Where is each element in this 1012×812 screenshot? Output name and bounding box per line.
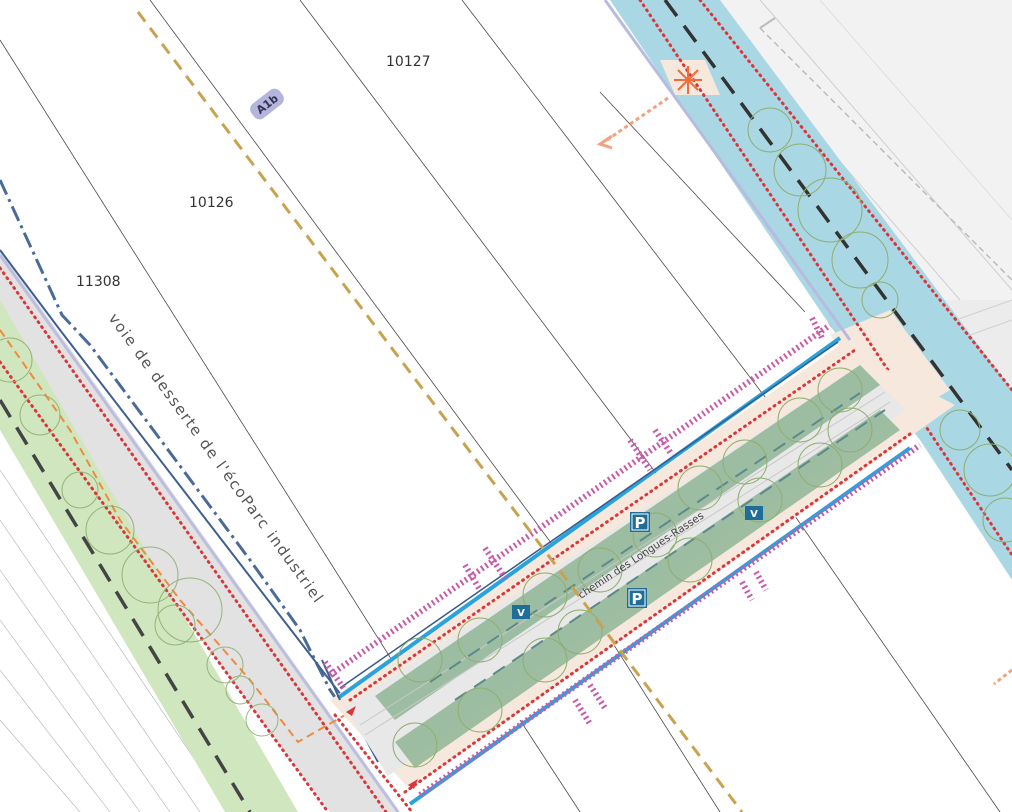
service-road-green-strip <box>0 300 298 812</box>
parking-sign-1: P <box>630 512 650 532</box>
street-chemin-des-longues-rasses <box>321 336 955 812</box>
service-road-trees <box>0 337 279 737</box>
light-icon <box>674 66 702 94</box>
entrance-marker-1 <box>346 706 356 716</box>
zone-boundary-line <box>136 11 744 812</box>
entrance-marker-2 <box>408 779 418 789</box>
svg-text:P: P <box>632 590 643 608</box>
hedges <box>322 316 922 798</box>
street-green-strip-south <box>395 410 900 768</box>
site-boundary-dash-dot <box>0 179 347 713</box>
parcel-label-10126: 10126 <box>189 195 234 211</box>
canal-trees <box>747 107 1012 543</box>
parking-sign-2: P <box>627 588 647 608</box>
bike-sign-2: V <box>745 506 763 520</box>
street-green-strip-north <box>375 365 880 720</box>
svg-text:V: V <box>750 509 758 520</box>
street-trees <box>392 367 873 768</box>
pedestrian-arrows <box>596 96 1012 686</box>
svg-text:P: P <box>635 514 646 532</box>
parcel-label-10127: 10127 <box>386 54 431 70</box>
parcel-label-11308: 11308 <box>76 274 121 290</box>
svg-text:V: V <box>517 608 525 619</box>
bike-sign-1: V <box>512 605 530 619</box>
